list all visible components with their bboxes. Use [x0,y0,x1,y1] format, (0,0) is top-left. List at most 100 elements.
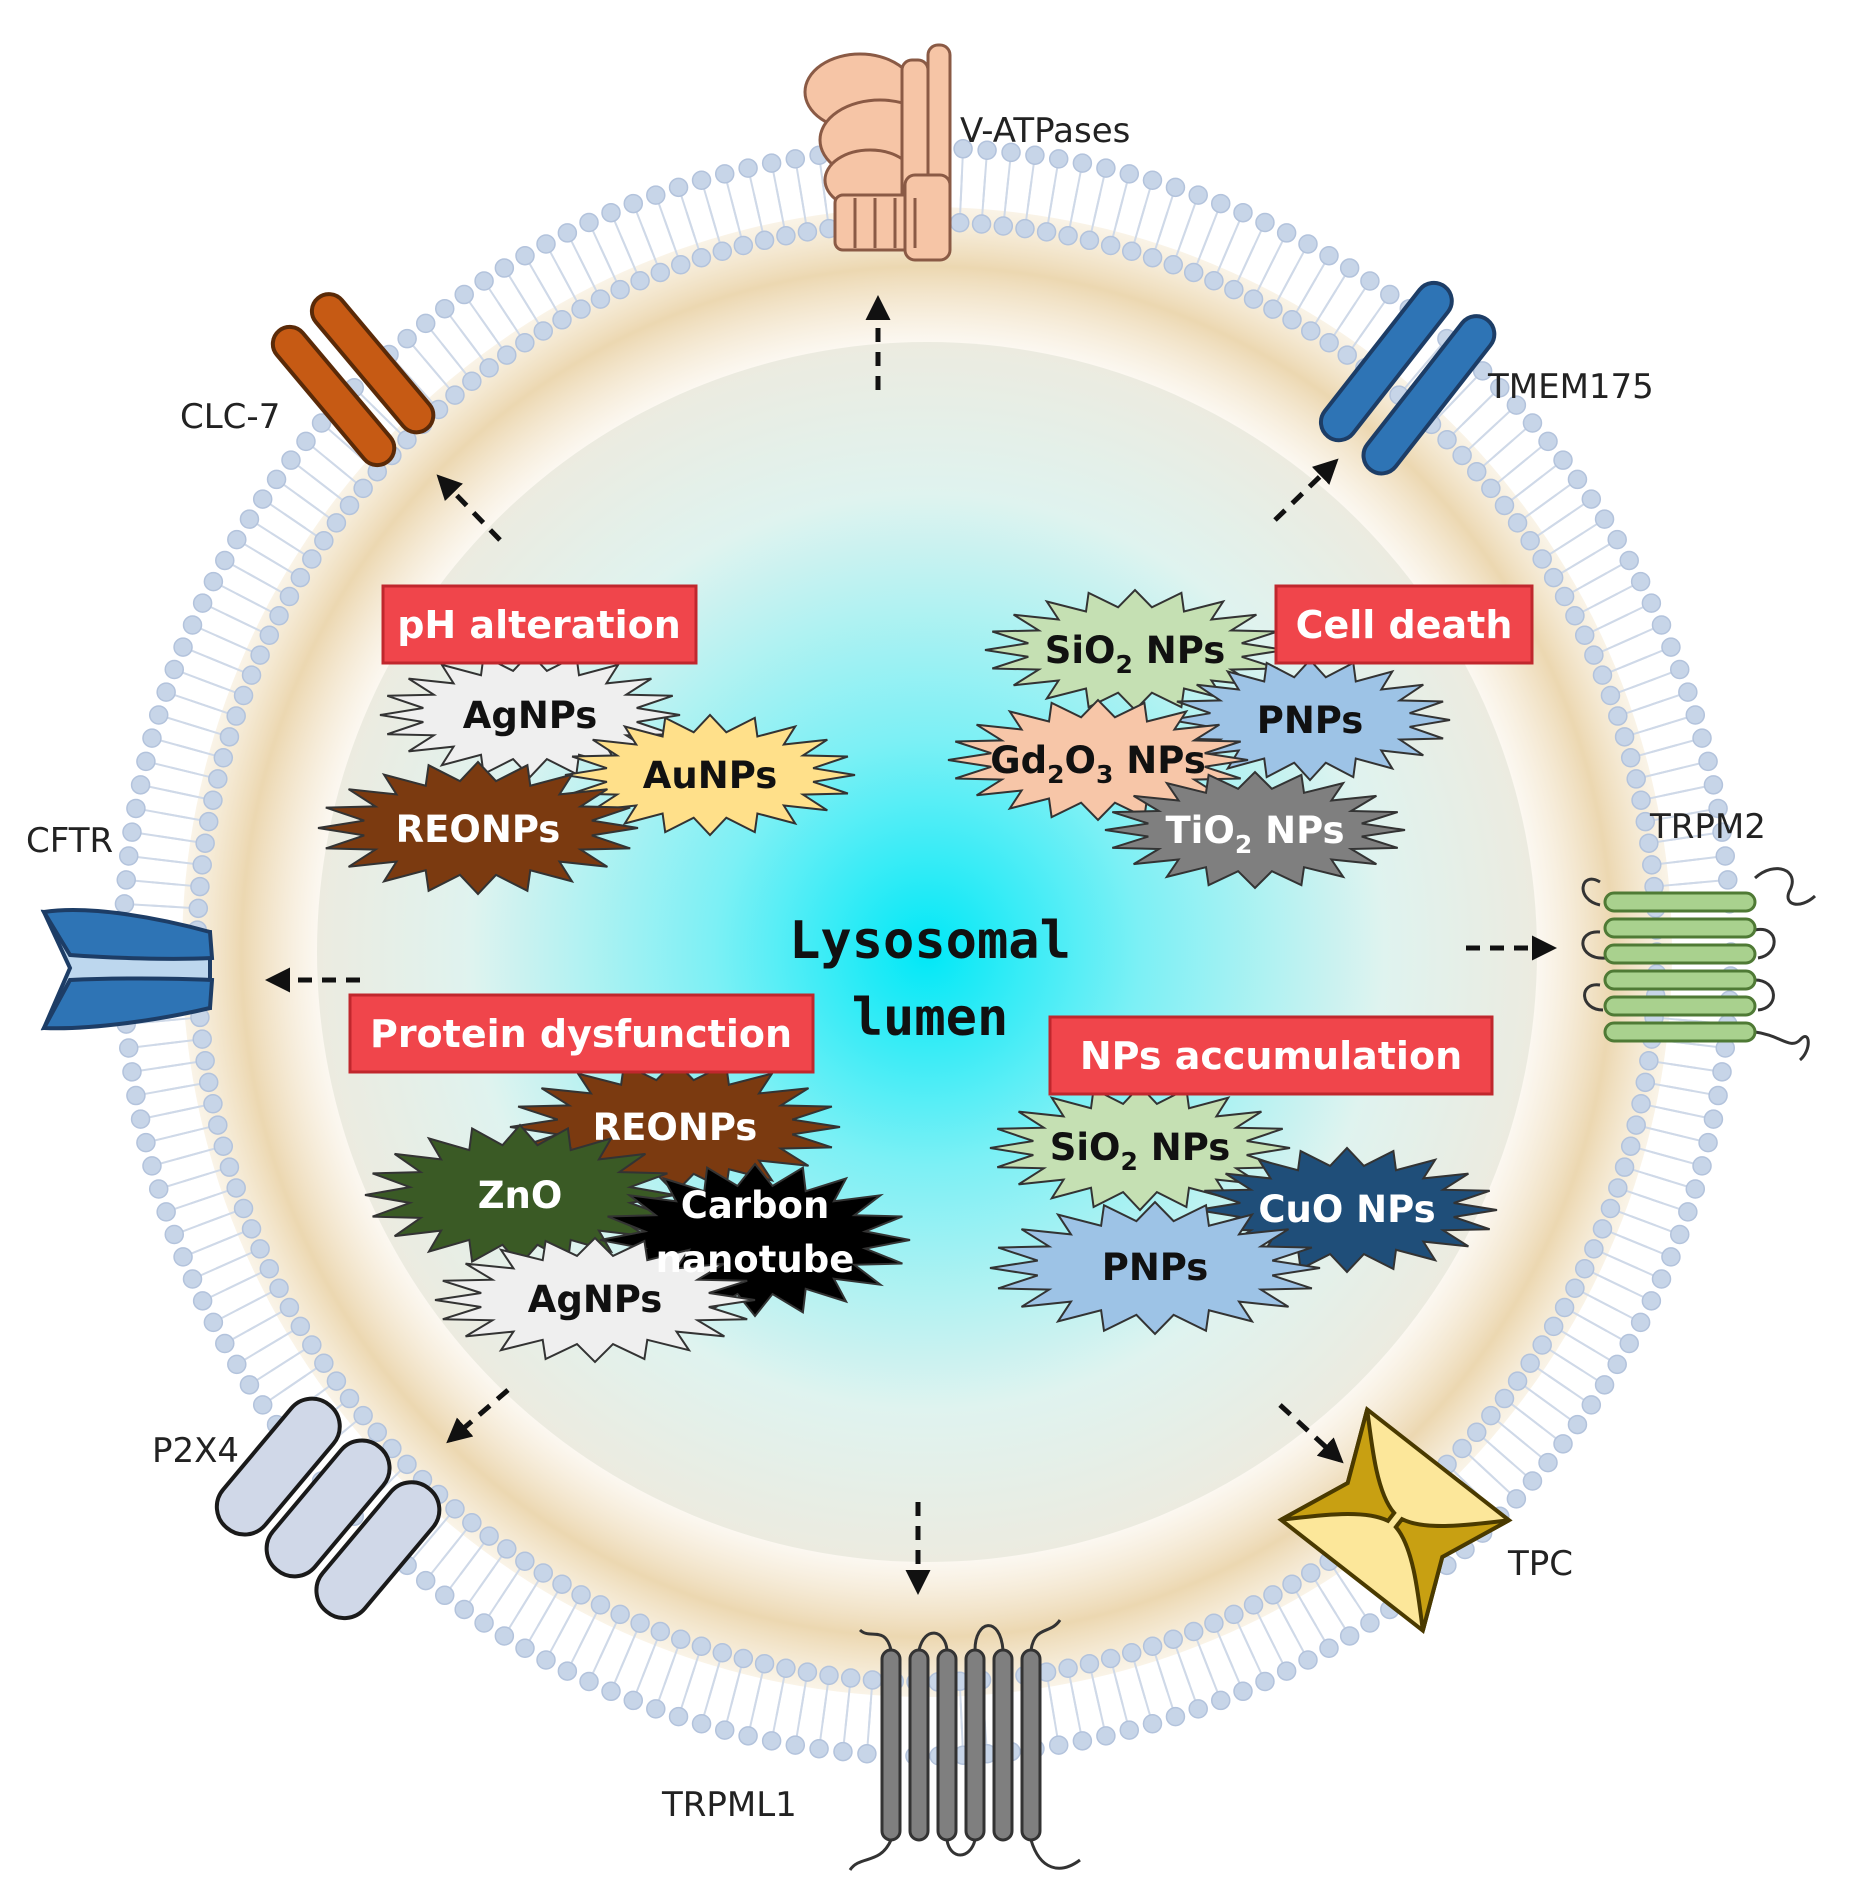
lipid-head [1631,790,1651,810]
lipid-head [1494,495,1515,516]
lipid-head [1669,1224,1690,1245]
category-ph-alteration: pH alteration [381,584,698,665]
lipid-head [114,894,135,914]
lipid-head [250,645,270,665]
lipid-head [557,1661,578,1681]
lipid-head [233,1198,254,1219]
lipid-head [601,202,621,223]
lipid-head [203,571,224,592]
lipid-head [1072,1731,1093,1751]
lipid-head [819,1665,839,1686]
lipid-head [1581,1395,1602,1415]
lipid-head [1121,1642,1142,1663]
lipid-head [213,1136,234,1156]
lipid-head [1626,1115,1646,1135]
lipid-head [241,665,262,685]
lipid-head [1058,1658,1078,1678]
lipid-head [281,450,301,470]
lipid-head [646,1699,666,1719]
lipid-head [1678,682,1698,702]
lipid-head [1506,1489,1527,1509]
lipid-head [1282,310,1302,330]
lipid-head [712,241,733,262]
lipid-head [1481,1405,1501,1426]
lipid-head [259,1258,280,1279]
lipid-head [1520,1353,1540,1373]
lipid-head [1100,235,1121,256]
np-cd-tio2: TiO2 NPs [1165,809,1344,859]
np-pd-agnps: AgNPs [528,1278,663,1321]
lipid-head [126,1085,146,1106]
lipid-head [1567,469,1588,490]
lipid-head [1661,1247,1681,1267]
lipid-head [1574,625,1595,646]
lipid-head [279,586,300,607]
lipid-head [536,1650,556,1670]
lipid-head [1165,1706,1186,1727]
lipid-head [148,1179,169,1199]
label-cftr: CFTR [26,821,113,861]
lipid-head [1233,202,1253,223]
lipid-head [1494,1388,1515,1409]
lipid-head [279,1297,300,1318]
lipid-head [670,255,691,275]
tmem175-icon [1318,280,1497,476]
lipid-head [302,1335,322,1355]
np-pd-carbon-line1: Carbon [681,1184,830,1227]
lipid-head [1015,218,1035,239]
lipid-head [445,385,465,405]
lipid-head [1282,1574,1302,1594]
lipid-head [252,489,273,509]
lipid-head [474,1613,494,1633]
lipid-head [445,1499,465,1519]
lipid-head [454,284,474,305]
lipid-head [1608,706,1628,726]
lipid-head [1243,1595,1264,1615]
lipid-head [1635,1072,1656,1093]
trpm2-icon [1581,867,1817,1062]
lipid-head [1380,284,1400,305]
lipid-head [1183,1621,1204,1642]
lipid-head [1594,1375,1615,1395]
lipid-head [623,193,644,214]
lipid-head [188,898,209,919]
lipid-head [1188,185,1208,205]
burst-cd-tio2 [1104,770,1406,890]
lipid-head [610,279,630,300]
lipid-head [497,1539,517,1559]
lipid-head [116,870,136,890]
lipid-head [314,531,334,551]
category-protein-dysfunction: Protein dysfunction [348,993,815,1074]
lipid-head [1072,153,1093,173]
lipid-head [1452,1438,1472,1459]
category-cell-death: Cell death [1274,584,1534,665]
lipid-head [250,1239,270,1259]
label-p2x4: P2X4 [152,1431,239,1471]
lipid-head [1554,1297,1575,1318]
lipid-head [1692,1156,1712,1176]
lipid-head [266,469,287,490]
lipid-head [1142,170,1163,191]
lipid-head [353,1405,373,1426]
lipid-head [785,149,806,169]
label-v-atpases: V-ATPases [960,111,1130,151]
lipid-head [1339,258,1360,278]
lipid-head [290,1316,311,1337]
lipid-head [397,328,417,349]
clc7-icon [270,292,436,468]
lipid-head [195,1051,215,1071]
lipid-head [126,798,146,819]
lipid-head [1538,1452,1558,1473]
lipid-head [474,271,494,291]
lipid-head [1607,1354,1627,1375]
lipid-head [479,358,499,378]
np-ac-sio2: SiO2 NPs [1050,1126,1231,1176]
lipid-head [1619,1333,1639,1354]
lipid-head [1224,279,1244,300]
lipid-head [136,1132,156,1153]
lipid-head [462,371,482,392]
burst-pd-zno [364,1123,676,1267]
lipid-head [1631,1094,1651,1114]
lipid-head [610,1604,630,1625]
lipid-head [122,1062,142,1082]
